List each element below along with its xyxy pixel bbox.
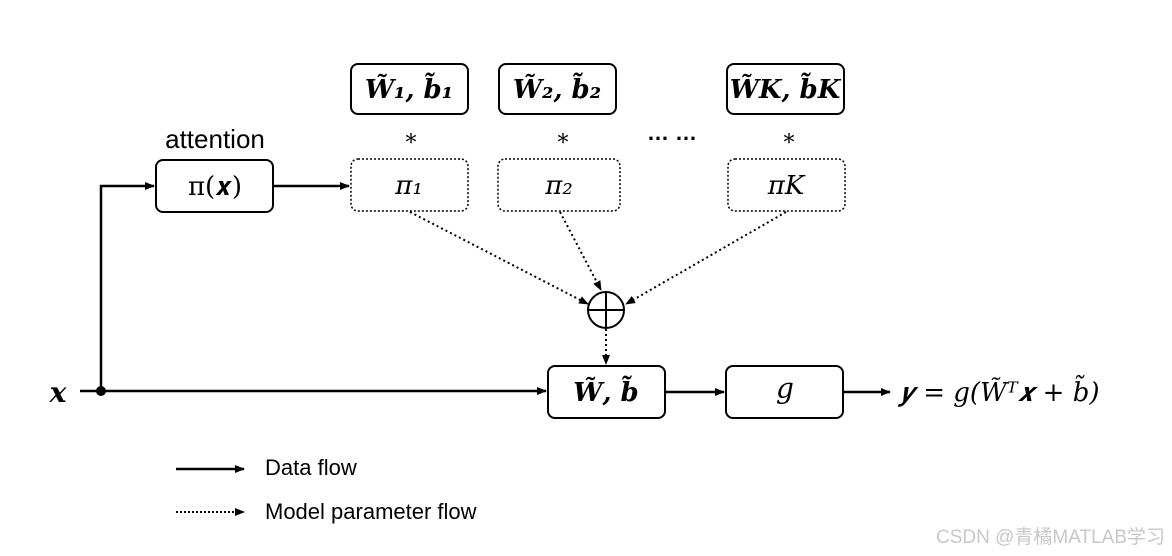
kernel-1-star: * — [406, 131, 417, 156]
aggregate-sum-node — [587, 291, 625, 329]
kernel-ellipsis: … … — [647, 120, 697, 145]
kernel-k-star: * — [784, 131, 795, 156]
kernel-k-weight-label: W̃K, b̃K — [730, 72, 842, 105]
kernel-2-star: * — [558, 131, 569, 156]
combined-weight-box: W̃, b̃ — [547, 365, 666, 419]
pi-k-box: πK — [727, 158, 846, 212]
legend-param-flow-label: Model parameter flow — [265, 499, 477, 524]
kernel-1-weight-label: W̃₁, b̃₁ — [365, 72, 453, 105]
pi-k-label: πK — [767, 171, 806, 201]
legend-data-flow-label: Data flow — [265, 455, 357, 480]
pi-1-label: π₁ — [394, 171, 423, 201]
pi-1-to-aggregate-arrow — [409, 211, 589, 305]
attention-label: attention — [165, 124, 265, 154]
output-formula: 𝒚 = g(W̃ᵀ𝒙 + b̃) — [897, 374, 1100, 408]
watermark: CSDN @青橘MATLAB学习 — [936, 526, 1165, 548]
attention-fn-label: π(𝒙) — [188, 172, 242, 202]
kernel-1-weight-box: W̃₁, b̃₁ — [350, 63, 469, 115]
pi-k-to-aggregate-arrow — [625, 211, 787, 305]
pi-2-box: π₂ — [497, 158, 621, 212]
kernel-2-weight-label: W̃₂, b̃₂ — [513, 72, 601, 105]
activation-box: g — [725, 365, 844, 419]
combined-weight-label: W̃, b̃ — [573, 375, 638, 408]
kernel-2-weight-box: W̃₂, b̃₂ — [498, 63, 617, 115]
input-symbol: 𝒙 — [49, 376, 67, 409]
pi-2-label: π₂ — [544, 171, 573, 201]
attention-box: π(𝒙) — [155, 159, 274, 213]
activation-label: g — [776, 372, 794, 405]
pi-2-to-aggregate-arrow — [559, 211, 602, 291]
input-to-attention-arrow — [99, 182, 155, 391]
kernel-k-weight-box: W̃K, b̃K — [726, 63, 845, 115]
pi-1-box: π₁ — [350, 158, 469, 212]
